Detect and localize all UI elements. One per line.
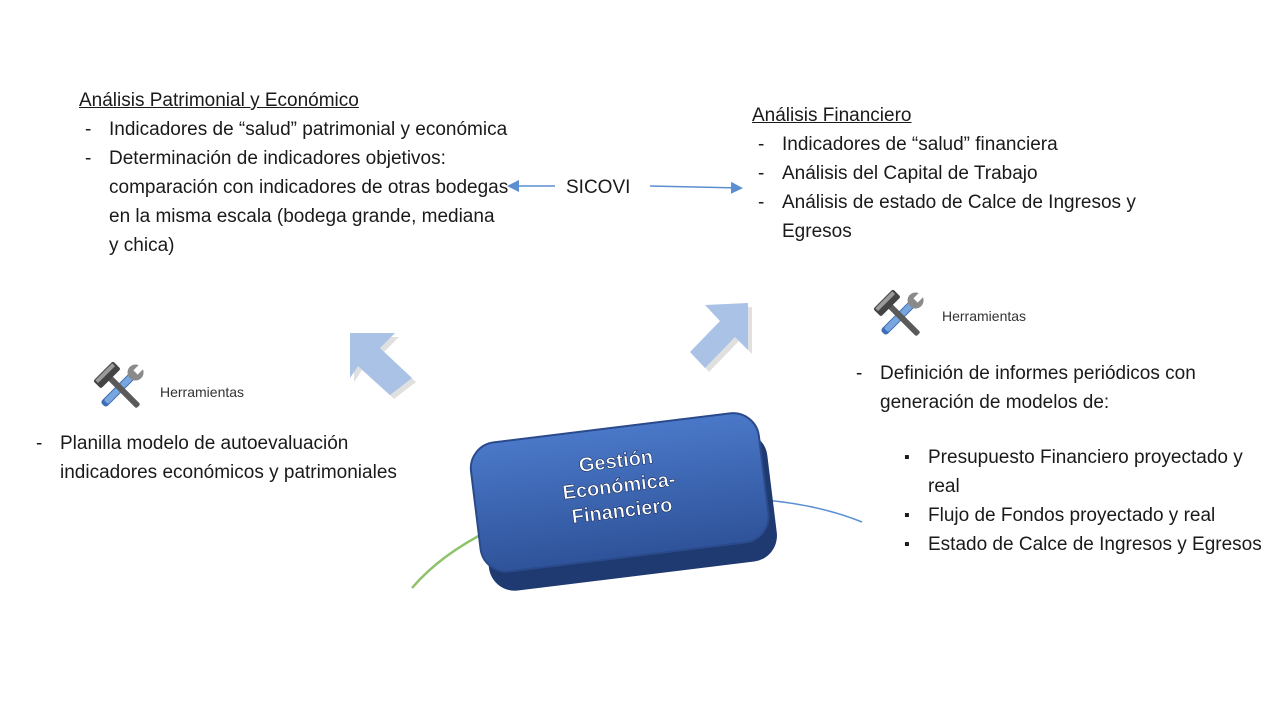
connector-right-arrow bbox=[649, 181, 743, 194]
tools-right-block: Definición de informes periódicos con ge… bbox=[850, 359, 1275, 559]
center-box: Gestión Económica- Financiero bbox=[469, 412, 777, 591]
tools-left-list-item: Planilla modelo de autoevaluación indica… bbox=[30, 429, 420, 487]
tools-right-list: Presupuesto Financiero proyectado y real… bbox=[898, 443, 1278, 559]
tools-icon bbox=[873, 289, 924, 336]
tools-right-list-item: Flujo de Fondos proyectado y real bbox=[898, 501, 1278, 530]
arrow-up-right bbox=[690, 303, 752, 372]
left-list-item: Indicadores de “salud” patrimonial y eco… bbox=[79, 115, 509, 144]
tools-icon bbox=[93, 361, 144, 408]
blue-arc bbox=[764, 499, 863, 523]
tools-left-list: Planilla modelo de autoevaluación indica… bbox=[30, 429, 420, 487]
tools-left-block: Planilla modelo de autoevaluación indica… bbox=[30, 429, 420, 487]
right-list-item: Análisis del Capital de Trabajo bbox=[752, 159, 1172, 188]
tools-left-label: Herramientas bbox=[160, 384, 245, 400]
right-list-item: Indicadores de “salud” financiera bbox=[752, 130, 1172, 159]
right-list-item: Análisis de estado de Calce de Ingresos … bbox=[752, 188, 1172, 246]
green-arc bbox=[411, 528, 491, 589]
right-analysis-block: Análisis Financiero Indicadores de “salu… bbox=[752, 101, 1172, 246]
right-heading: Análisis Financiero bbox=[752, 105, 912, 126]
tools-right-list-item: Presupuesto Financiero proyectado y real bbox=[898, 443, 1278, 501]
tools-right-intro-list: Definición de informes periódicos con ge… bbox=[850, 359, 1275, 417]
tools-right-label: Herramientas bbox=[942, 308, 1027, 324]
tools-right-list-item: Estado de Calce de Ingresos y Egresos bbox=[898, 530, 1278, 559]
left-list: Indicadores de “salud” patrimonial y eco… bbox=[79, 115, 509, 260]
arrow-up-left bbox=[350, 333, 416, 399]
left-list-item: Determinación de indicadores objetivos: … bbox=[79, 144, 509, 260]
right-list: Indicadores de “salud” financiera Anális… bbox=[752, 130, 1172, 246]
left-analysis-block: Análisis Patrimonial y Económico Indicad… bbox=[79, 86, 509, 260]
left-heading: Análisis Patrimonial y Económico bbox=[79, 90, 359, 111]
sicovi-label: SICOVI bbox=[566, 177, 631, 198]
tools-right-intro: Definición de informes periódicos con ge… bbox=[850, 359, 1275, 417]
